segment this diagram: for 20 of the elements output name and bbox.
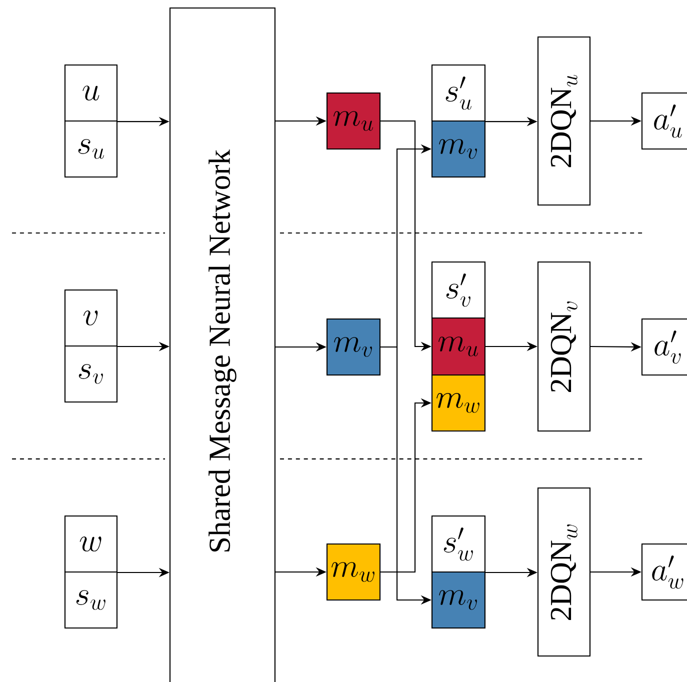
message-box: $m_w$	[326, 543, 381, 601]
message-cell: $m_w$	[431, 374, 486, 432]
message-cell: $m_u$	[431, 317, 486, 376]
network-box: Shared Message Neural Network	[169, 8, 276, 682]
message-cell: $m_v$	[431, 571, 486, 629]
dqn-box: $\mathrm{2DQN}_u$	[537, 36, 591, 206]
state-cell: $s_w$	[64, 571, 118, 629]
dqn-box: $\mathrm{2DQN}_w$	[537, 487, 591, 657]
message-cell: $m_v$	[431, 120, 486, 178]
message-box: $m_u$	[326, 92, 381, 150]
message-box: $m_v$	[326, 318, 381, 376]
action-box: $a'_v$	[641, 318, 687, 376]
dqn-box: $\mathrm{2DQN}_v$	[537, 261, 591, 432]
agent-cell: $v$	[64, 289, 118, 347]
agent-cell: $u$	[64, 64, 118, 122]
action-box: $a'_u$	[641, 92, 687, 150]
state-cell: $s_v$	[64, 345, 118, 403]
agent-cell: $w$	[64, 515, 118, 573]
action-box: $a'_w$	[641, 543, 687, 601]
state-cell: $s_u$	[64, 120, 118, 178]
